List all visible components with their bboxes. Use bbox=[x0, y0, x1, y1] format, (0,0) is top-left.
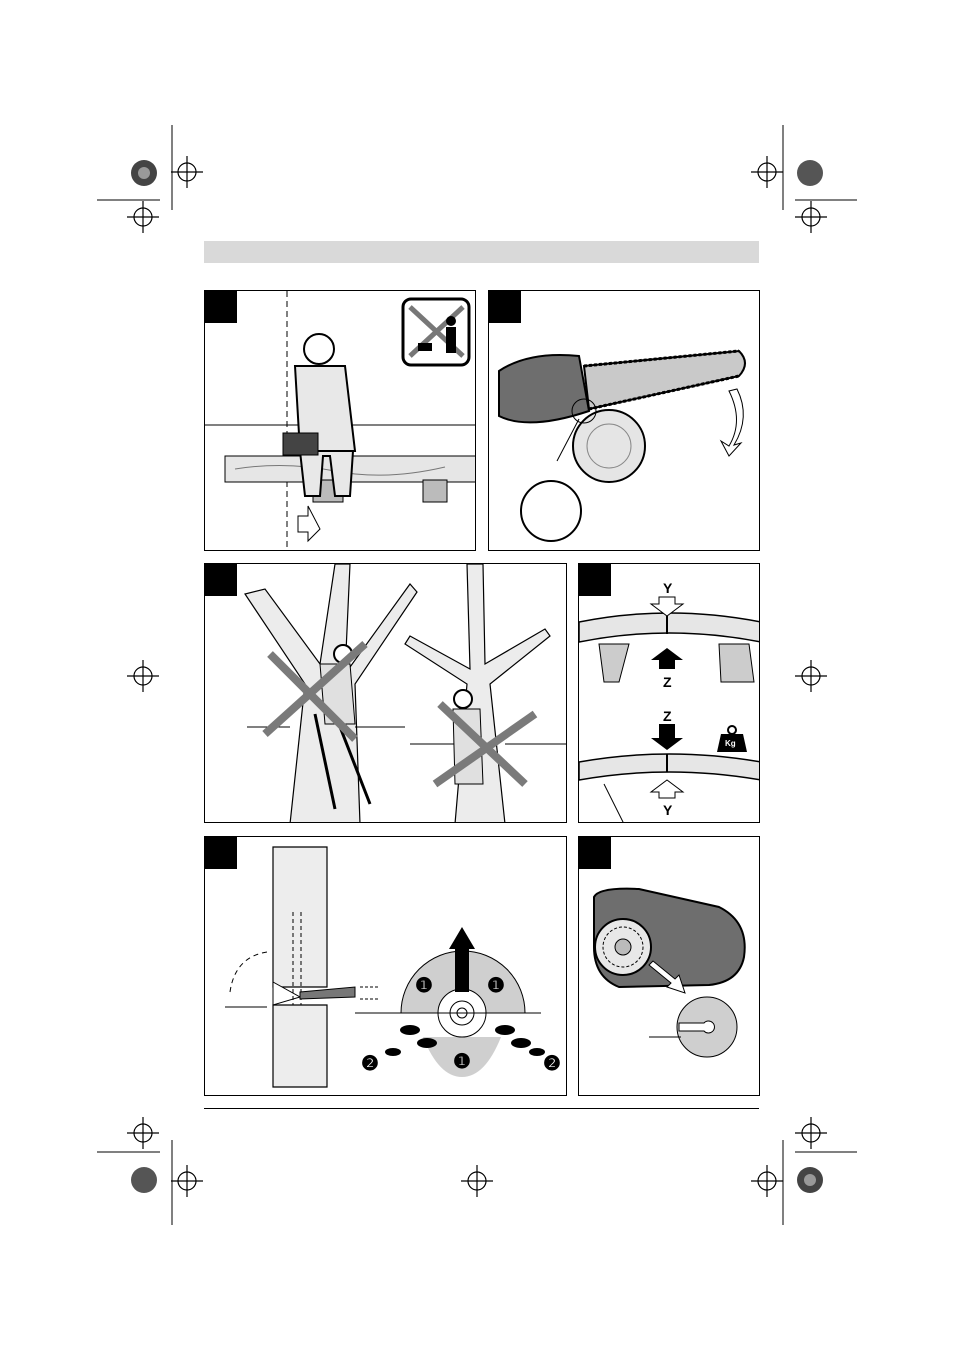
panel-corner-marker bbox=[205, 564, 237, 596]
zone-1-right: ❶ bbox=[487, 973, 505, 998]
zone-1-left: ❶ bbox=[415, 973, 433, 998]
figure-panel-tree-prohibited bbox=[204, 563, 567, 823]
tree-felling-illustration bbox=[205, 837, 567, 1096]
panel-corner-marker bbox=[579, 564, 611, 596]
label-z-top: Z bbox=[663, 674, 672, 690]
panel-corner-marker bbox=[205, 291, 237, 323]
zone-2-left: ❷ bbox=[361, 1051, 379, 1076]
label-y-bottom: Y bbox=[663, 802, 672, 818]
panel-corner-marker bbox=[579, 837, 611, 869]
label-z-bottom: Z bbox=[663, 708, 672, 724]
sprocket-cover-illustration bbox=[579, 837, 760, 1096]
log-cutting-illustration bbox=[205, 291, 476, 551]
zone-1-bottom: ❶ bbox=[453, 1049, 471, 1074]
figure-panel-sprocket-cover bbox=[578, 836, 760, 1096]
figure-panel-log-tension: Y Z Z Y Kg bbox=[578, 563, 760, 823]
chainsaw-illustration bbox=[489, 291, 760, 551]
panel-corner-marker bbox=[205, 837, 237, 869]
tree-prohibited-illustration bbox=[205, 564, 567, 823]
weight-label: Kg bbox=[725, 739, 736, 748]
label-y-top: Y bbox=[663, 580, 672, 596]
zone-2-right: ❷ bbox=[543, 1051, 561, 1076]
figure-panel-tree-felling: ❶ ❶ ❶ ❷ ❷ bbox=[204, 836, 567, 1096]
figure-panel-log-cutting bbox=[204, 290, 476, 551]
log-tension-illustration bbox=[579, 564, 760, 823]
panel-corner-marker bbox=[489, 291, 521, 323]
footer-rule bbox=[204, 1108, 759, 1109]
header-bar bbox=[204, 241, 759, 263]
figure-panel-chainsaw-kickback bbox=[488, 290, 760, 551]
